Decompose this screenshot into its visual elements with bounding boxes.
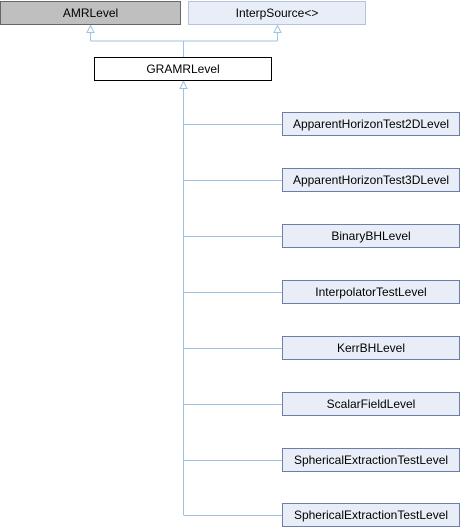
class-node-derived[interactable]: SphericalExtractionTestLevel [282, 448, 460, 472]
arrowhead-interpsource [273, 24, 282, 33]
class-name-label: GRAMRLevel [146, 62, 220, 76]
class-node-derived[interactable]: KerrBHLevel [282, 336, 460, 360]
class-name-label: KerrBHLevel [336, 341, 406, 355]
class-name-label: SphericalExtractionTestLevel [293, 453, 449, 467]
class-name-label: InterpolatorTestLevel [315, 285, 427, 299]
class-name-label: ApparentHorizonTest3DLevel [292, 173, 450, 187]
class-node-derived[interactable]: ApparentHorizonTest2DLevel [282, 112, 460, 136]
class-name-label: SphericalExtractionTestLevel [293, 508, 449, 522]
class-node-derived[interactable]: ApparentHorizonTest3DLevel [282, 168, 460, 192]
class-name-label: AMRLevel [62, 6, 119, 20]
class-name-label: ScalarFieldLevel [326, 397, 416, 411]
class-node-derived[interactable]: ScalarFieldLevel [282, 392, 460, 416]
class-node-amrlevel[interactable]: AMRLevel [0, 1, 181, 25]
class-node-derived[interactable]: SphericalExtractionTestLevel [282, 503, 460, 527]
arrowhead-gramrlevel [179, 80, 188, 89]
class-node-derived[interactable]: InterpolatorTestLevel [282, 280, 460, 304]
arrowhead-amrlevel [86, 24, 95, 33]
class-node-gramrlevel[interactable]: GRAMRLevel [94, 57, 272, 81]
class-node-interpsource[interactable]: InterpSource<> [188, 1, 366, 25]
class-name-label: InterpSource<> [235, 6, 319, 20]
class-name-label: BinaryBHLevel [331, 229, 411, 243]
class-node-derived[interactable]: BinaryBHLevel [282, 224, 460, 248]
class-name-label: ApparentHorizonTest2DLevel [292, 117, 450, 131]
